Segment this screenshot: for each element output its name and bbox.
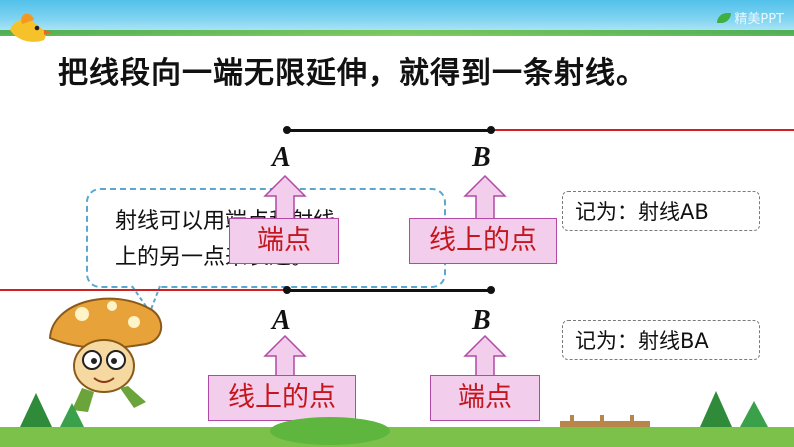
bottom-note: 记为：射线BA (562, 320, 760, 360)
top-point-b-label: B (472, 142, 491, 173)
bottom-right-endpoint-box: 端点 (430, 375, 540, 421)
leaf-icon (717, 12, 732, 23)
bottom-segment (287, 289, 491, 292)
bird-icon (10, 13, 52, 42)
brand-label: 精美PPT (734, 12, 784, 27)
bottom-point-a-dot (283, 286, 291, 294)
bottom-point-b-label: B (472, 305, 491, 336)
top-right-point-box: 线上的点 (409, 218, 557, 264)
bottom-point-a-label: A (272, 305, 291, 336)
top-point-a-dot (283, 126, 291, 134)
top-segment (287, 129, 491, 132)
top-point-a-label: A (272, 142, 291, 173)
bottom-left-point-box: 线上的点 (208, 375, 356, 421)
bottom-ray-extension (0, 289, 287, 291)
page-title: 把线段向一端无限延伸，就得到一条射线。 (58, 56, 647, 91)
top-ray-extension (491, 129, 794, 131)
mushroom-mascot-icon (48, 297, 162, 412)
top-point-b-dot (487, 126, 495, 134)
top-note: 记为：射线AB (562, 191, 760, 231)
header-grass-stripe (0, 30, 794, 36)
ground-decoration (0, 391, 794, 447)
header-banner (0, 0, 794, 34)
brand-mark: 精美PPT (717, 8, 784, 27)
bottom-point-b-dot (487, 286, 495, 294)
top-left-endpoint-box: 端点 (229, 218, 339, 264)
